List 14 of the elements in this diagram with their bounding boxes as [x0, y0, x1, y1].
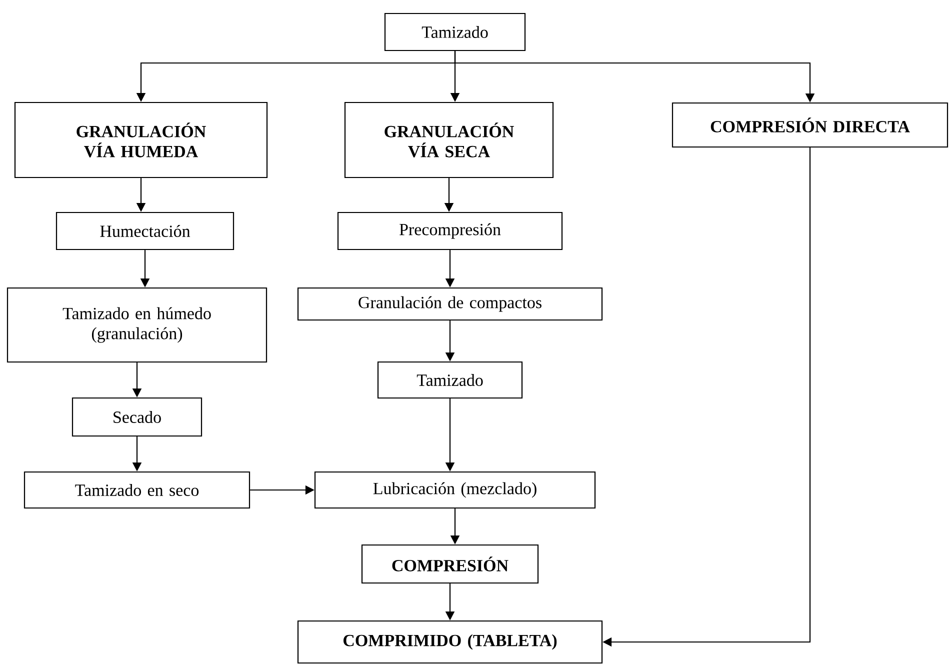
process-box: Tamizado en húmedo (granulación)	[6, 287, 268, 363]
stage-box: GRANULACIÓN VÍA HUMEDA	[14, 102, 268, 178]
stage-box: COMPRESIÓN	[361, 544, 539, 584]
process-box: Lubricación (mezclado)	[314, 471, 596, 509]
process-box: Tamizado en seco	[24, 471, 250, 509]
process-box: Tamizado	[384, 12, 526, 52]
process-box: Humectación	[56, 212, 234, 250]
process-box: Tamizado	[377, 361, 523, 399]
stage-box: COMPRESIÓN DIRECTA	[672, 102, 948, 148]
process-box: Precompresión	[337, 212, 563, 250]
process-box: Secado	[72, 397, 202, 437]
stage-box: COMPRIMIDO (TABLETA)	[297, 620, 603, 664]
stage-box: GRANULACIÓN VÍA SECA	[344, 102, 554, 178]
process-box: Granulación de compactos	[297, 287, 603, 321]
